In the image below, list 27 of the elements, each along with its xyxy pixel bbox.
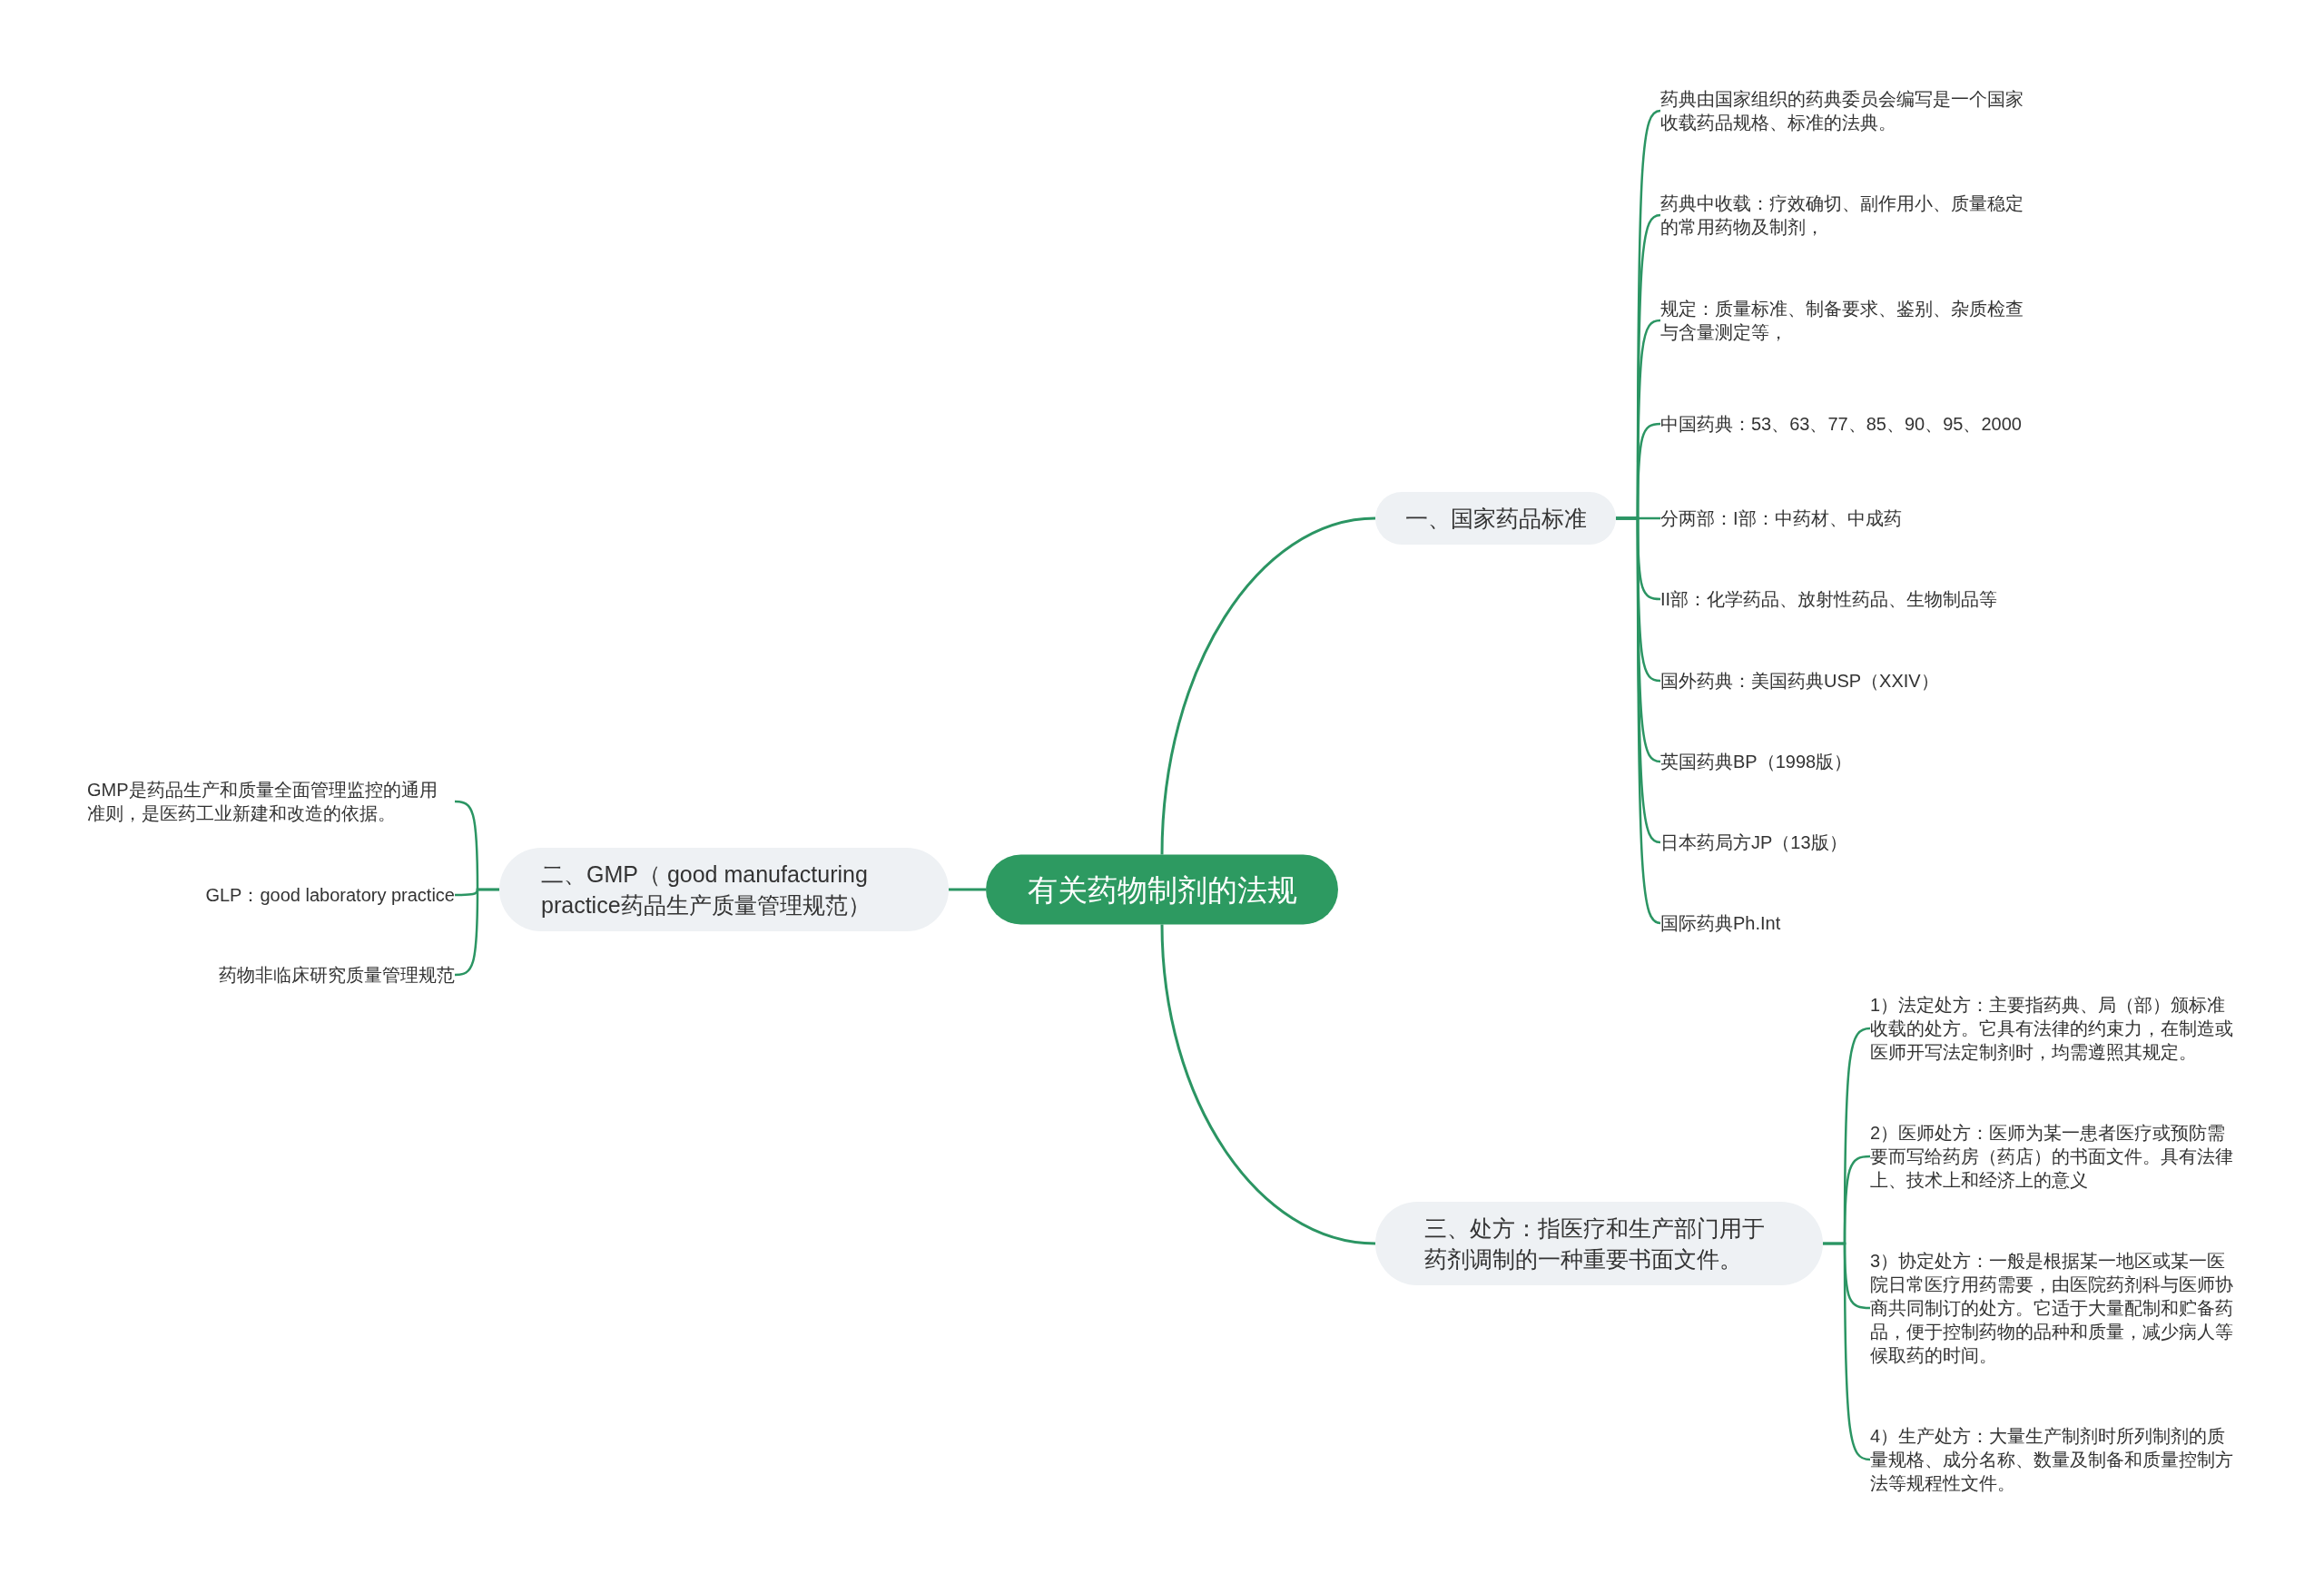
connector-line	[1823, 1242, 1871, 1461]
subtopic-text: GMP是药品生产和质量全面管理监控的通用准则，是医药工业新建和改造的依据。	[87, 778, 455, 825]
subtopic-text: 国外药典：美国药典USP（XXIV）	[1660, 669, 2026, 693]
subtopic-text: 4）生产处方：大量生产制剂时所列制剂的质量规格、成分名称、数量及制备和质量控制方法等规程性文件。	[1870, 1424, 2236, 1495]
subtopic-text: 药物非临床研究质量管理规范	[219, 963, 455, 987]
subtopic-text: 中国药典：53、63、77、85、90、95、2000	[1660, 412, 2026, 436]
main-topic-text: 二、GMP（ good manufacturing practice药品生产质量管理规范）	[541, 860, 872, 919]
connector-line	[1616, 516, 1661, 925]
central-topic-text: 有关药物制剂的法规	[1027, 871, 1297, 908]
subtopic-text: 药典中收载：疗效确切、副作用小、质量稳定的常用药物及制剂，	[1660, 192, 2026, 239]
subtopic-text: 规定：质量标准、制备要求、鉴别、杂质检查与含量测定等，	[1660, 297, 2026, 344]
subtopic-text: 国际药典Ph.Int	[1660, 911, 2026, 935]
connector-line	[1160, 924, 1376, 1245]
connector-line	[1160, 516, 1376, 855]
subtopic-text: 3）协定处方：一般是根据某一地区或某一医院日常医疗用药需要，由医院药剂科与医师协商共同制订的处方。它适于大量配制和贮备药品，便于控制药物的品种和质量，减少病人等候取药的时间。	[1870, 1249, 2236, 1367]
subtopic-text: 英国药典BP（1998版）	[1660, 750, 2026, 773]
main-topic-text: 一、国家药品标准	[1404, 505, 1587, 533]
subtopic-text: II部：化学药品、放射性药品、生物制品等	[1660, 587, 2026, 611]
connector-line	[454, 888, 499, 977]
subtopic-text: 1）法定处方：主要指药典、局（部）颁标准收载的处方。它具有法律的约束力，在制造或医师开写法定制剂时，均需遵照其规定。	[1870, 993, 2236, 1064]
subtopic-text: 日本药局方JP（13版）	[1660, 831, 2026, 854]
subtopic-text: GLP：good laboratory practice	[205, 883, 455, 907]
subtopic-text: 分两部：I部：中药材、中成药	[1660, 506, 2026, 530]
subtopic-text: 2）医师处方：医师为某一患者医疗或预防需要而写给药房（药店）的书面文件。具有法律上、技术上和经济上的意义	[1870, 1121, 2236, 1192]
subtopic-text: 药典由国家组织的药典委员会编写是一个国家收载药品规格、标准的法典。	[1660, 87, 2026, 134]
main-topic-text: 三、处方：指医疗和生产部门用于药剂调制的一种重要书面文件。	[1424, 1214, 1766, 1273]
connector-line	[949, 888, 986, 891]
